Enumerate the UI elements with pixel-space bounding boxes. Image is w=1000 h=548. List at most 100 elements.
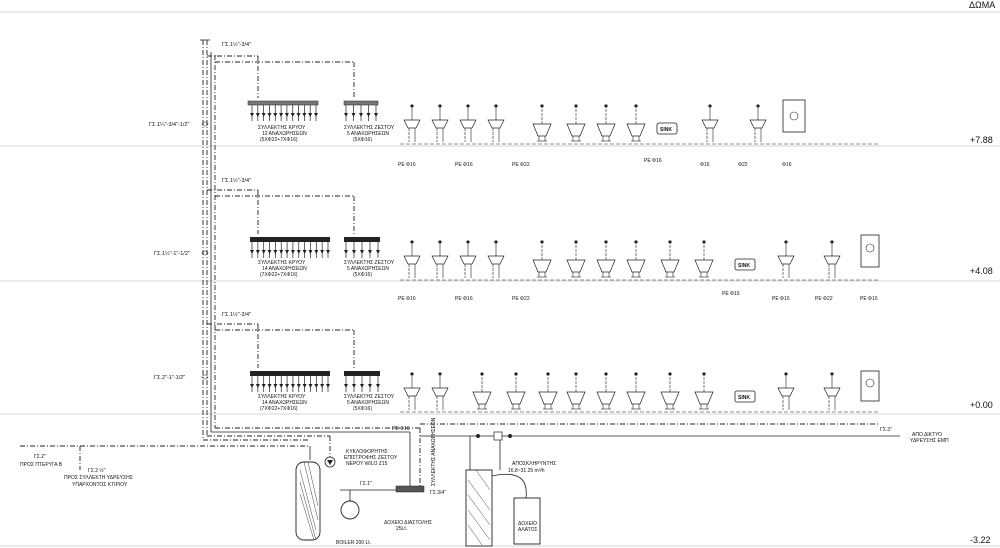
wc-408-5 — [660, 240, 680, 278]
level-label-000: +0.00 — [970, 400, 993, 410]
fixture-label-408-1: PE Φ16 — [398, 296, 416, 302]
cold-manifold-spec-788: (5ΧΦ22+7ΧΦ16) — [260, 137, 298, 143]
hot-outlets-788 — [344, 105, 378, 121]
pump-label-1: ΚΥΚΛΟΦΟΡΗΤΗΣ — [346, 449, 388, 455]
softener-valves — [476, 431, 512, 441]
expansion-label-1: ΔΟΧΕΙΟ ΔΙΑΣΤΟΛΗΣ — [384, 520, 432, 526]
wc-408-2 — [566, 240, 586, 278]
washbasin-788-4 — [487, 104, 505, 142]
riser-label-408: ΓΣ.1½"-1"-1/2" — [154, 250, 190, 257]
fixture-label-788-3: PE Φ22 — [512, 162, 530, 168]
salt-tank-label-1: ΔΟΧΕΙΟ — [518, 521, 537, 527]
cold-manifold-000 — [250, 371, 330, 376]
sink-label-408: SINK — [738, 263, 750, 269]
basin-extra-000-1 — [777, 372, 795, 410]
fixture-label-000-1: PE Φ16 — [392, 426, 410, 432]
fixture-label-788-4: PE Φ16 — [644, 158, 662, 164]
wc-408-4 — [626, 240, 646, 278]
expansion-tank — [340, 500, 360, 520]
wc-408-6 — [694, 240, 714, 278]
hot-manifold-788 — [343, 100, 379, 106]
sink-000: SINK — [734, 390, 756, 403]
basin-extra-788-2 — [749, 104, 767, 142]
cold-manifold-title-788: ΣΥΛΛΕΚΤΗΣ ΚΡΥΟΥ — [258, 125, 306, 131]
basement-piping — [20, 428, 900, 502]
hot-outlets-408 — [344, 242, 380, 258]
pipe-2in-label: ΓΣ.2" — [34, 454, 46, 460]
hot-manifold-count-408: 5 ΑΝΑΧΩΡΗΣΕΩΝ — [347, 266, 389, 272]
fixture-label-788-5: Φ16 — [700, 162, 710, 168]
to-tank-label: ΠΡΟΣ ΠΤΕΡΥΓΑ Β — [20, 462, 63, 468]
sink-label-000: SINK — [738, 395, 750, 401]
hot-manifold-spec-408: (5ΧΦ16) — [353, 272, 372, 278]
sink-label-788: SINK — [660, 127, 672, 133]
washbasin-788-3 — [459, 104, 477, 142]
wc-000-6 — [626, 372, 646, 410]
fixtures-layer — [250, 104, 880, 413]
washbasin-408-3 — [459, 240, 477, 278]
cold-outlets-000 — [250, 376, 330, 392]
water-heater-788 — [782, 99, 806, 133]
cold-manifold-spec-408: (7ΧΦ22+7ΧΦ16) — [260, 272, 298, 278]
cold-manifold-spec-000: (7ΧΦ22+7ΧΦ16) — [260, 406, 298, 412]
softener-label-1: ΑΠΟΣΚΛΗΡΥΝΤΗΣ — [512, 461, 556, 467]
floor-788-group — [201, 55, 379, 127]
fixture-label-408-7: PE Φ16 — [860, 296, 878, 302]
wc-000-7 — [660, 372, 680, 410]
network-label-2: ΥΔΡΕΥΣΗΣ ΕΜΠ — [910, 438, 949, 444]
hot-manifold-title-408: ΣΥΛΛΕΚΤΗΣ ΖΕΣΤΟΥ — [344, 260, 395, 266]
branch-label-788: ΓΣ.1½"-3/4" — [222, 41, 251, 48]
pipe-2half-label: ΓΣ.2 ½" — [88, 467, 106, 474]
cold-manifold-count-000: 14 ΑΝΑΧΩΡΗΣΕΩΝ — [262, 400, 307, 406]
cold-manifold-title-408: ΣΥΛΛΕΚΤΗΣ ΚΡΥΟΥ — [258, 260, 306, 266]
cold-manifold-title-000: ΣΥΛΛΕΚΤΗΣ ΚΡΥΟΥ — [258, 394, 306, 400]
washbasin-408-4 — [487, 240, 505, 278]
to-collector-label-2: ΥΠΑΡΧΟΝΤΟΣ ΚΤΙΡΙΟΥ — [72, 482, 128, 488]
basement-manifold — [395, 485, 425, 493]
wc-788-1 — [532, 104, 552, 142]
expansion-label-2: 25Lt. — [396, 526, 407, 532]
riser-label-000: ΓΣ.2"-1"-1/2" — [154, 375, 185, 381]
pipe-3q-label: ΓΣ.3/4" — [430, 490, 446, 496]
wc-000-2 — [506, 372, 526, 410]
level-label-788: +7.88 — [970, 135, 993, 145]
pipe-1in-label: ΓΣ.1" — [360, 481, 372, 487]
network-label-1: ΑΠΟ ΔΙΚΤΥΟ — [912, 432, 942, 438]
hot-manifold-spec-788: (5ΧΦ16) — [353, 137, 372, 143]
wc-000-1 — [472, 372, 492, 410]
sink-408: SINK — [734, 258, 756, 271]
salt-tank — [513, 497, 541, 545]
wc-408-3 — [596, 240, 616, 278]
washbasin-408-1 — [403, 240, 421, 278]
washbasin-788-1 — [403, 104, 421, 142]
hot-manifold-000 — [344, 371, 380, 376]
boiler — [295, 461, 321, 541]
cold-manifold-count-408: 14 ΑΝΑΧΩΡΗΣΕΩΝ — [262, 266, 307, 272]
branch-label-000: ΓΣ.1½"-3/4" — [222, 311, 251, 318]
washbasin-000-2 — [431, 372, 449, 410]
cold-outlets-408 — [250, 242, 330, 258]
hot-manifold-408 — [344, 237, 380, 242]
roof-title: ΔΩΜΑ — [969, 0, 995, 10]
hot-manifold-count-788: 5 ΑΝΑΧΩΡΗΣΕΩΝ — [347, 131, 389, 137]
pump-label-3: ΝΕΡΟΥ WILO Z15 — [346, 461, 388, 467]
cold-manifold-408 — [250, 237, 330, 242]
cold-manifold-788 — [247, 100, 319, 106]
floor-408-group — [201, 189, 380, 256]
basin-extra-788-1 — [701, 104, 719, 142]
riser-label-788: ΓΣ.1¼"-3/4"-1/2" — [149, 122, 189, 128]
wc-788-3 — [596, 104, 616, 142]
wc-000-8 — [694, 372, 714, 410]
pipe-3in-label: ΓΣ.3" — [880, 427, 892, 433]
pump-label-2: ΕΠΙΣΤΡΟΦΗΣ ΖΕΣΤΟΥ — [344, 455, 398, 461]
fixture-label-408-2: PE Φ16 — [455, 296, 473, 302]
washbasin-000-1 — [403, 372, 421, 410]
boiler-label: BOILER 200 Lt. — [336, 540, 371, 546]
level-label-408: +4.08 — [970, 266, 993, 276]
hot-manifold-spec-000: (5ΧΦ16) — [353, 406, 372, 412]
circulation-pump — [324, 456, 336, 468]
hot-manifold-title-788: ΣΥΛΛΕΚΤΗΣ ΖΕΣΤΟΥ — [344, 125, 395, 131]
fixture-label-408-5: PE Φ16 — [772, 296, 790, 302]
water-softener — [465, 469, 527, 547]
